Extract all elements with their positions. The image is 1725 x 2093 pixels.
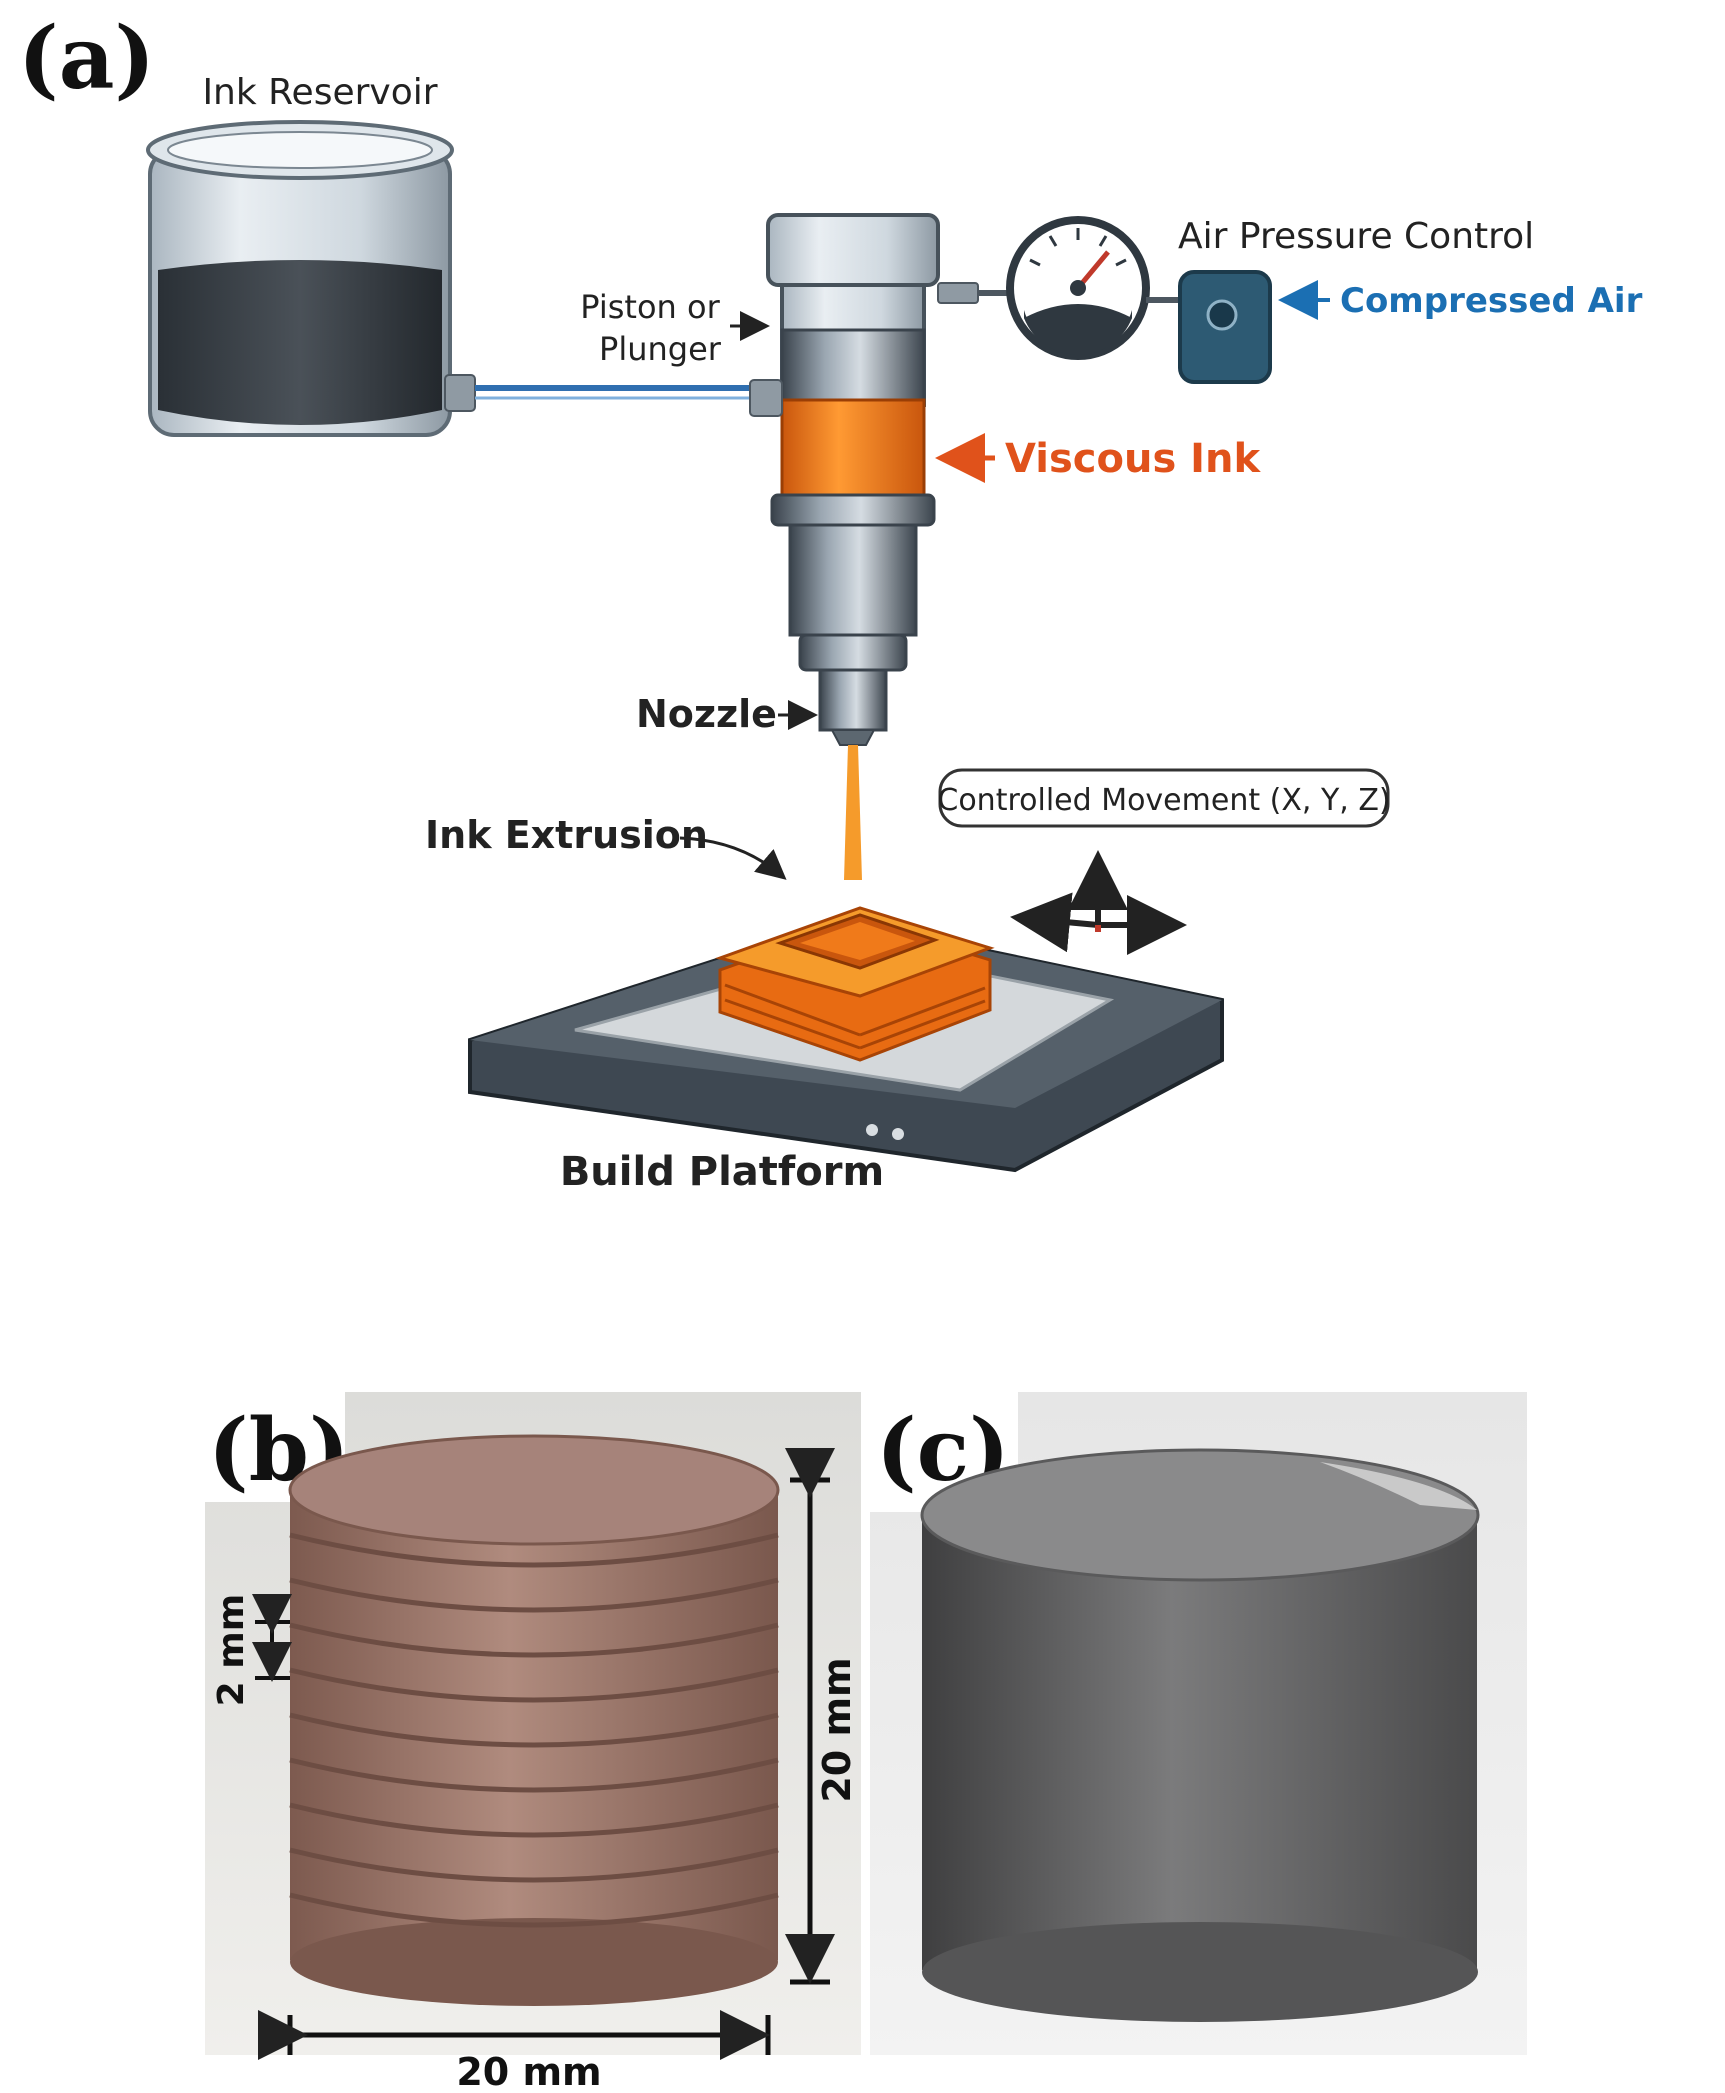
printed-layer-lines [289, 1532, 779, 1928]
panel-a-letter: (a) [18, 8, 155, 109]
gauge-ticks [1029, 228, 1127, 267]
nozzle-body [818, 668, 888, 732]
syringe-assembly [749, 213, 979, 746]
syringe-collar [798, 633, 908, 672]
label-dim-height: 20 mm [815, 1657, 859, 1802]
controlled-movement-box [938, 768, 1390, 828]
gauge-pivot [1070, 280, 1086, 296]
gauge-lower-fill [1024, 304, 1132, 355]
dimension-height [785, 1448, 835, 1985]
label-dim-layer: 2 mm [211, 1594, 252, 1707]
printed-cylinder-top [288, 1434, 780, 1546]
label-compressed-air: Compressed Air [1340, 281, 1643, 321]
printed-cylinder [288, 1434, 780, 2006]
label-piston-line2: Plunger [599, 330, 722, 368]
printed-cylinder-body [290, 1490, 778, 1960]
platform-led-1 [866, 1124, 878, 1136]
label-ink-reservoir: Ink Reservoir [202, 72, 437, 113]
ink-reservoir [146, 120, 476, 437]
label-piston-line1: Piston or [580, 288, 720, 326]
ink-extrusion-arrow [679, 836, 787, 880]
syringe-cap [766, 213, 940, 287]
syringe-air-port [937, 282, 979, 304]
dimension-width [258, 2010, 771, 2060]
viscous-ink-chamber [780, 398, 926, 497]
printed-square-part [714, 906, 995, 1062]
label-nozzle: Nozzle [636, 692, 777, 736]
label-build-platform: Build Platform [560, 1149, 884, 1195]
syringe-inlet-port [749, 379, 783, 417]
syringe-lower-body [788, 523, 918, 637]
label-controlled-movement: Controlled Movement (X, Y, Z) [937, 783, 1390, 818]
ink-stream [844, 745, 862, 880]
dimension-layer-thickness [252, 1594, 292, 1682]
label-air-pressure: Air Pressure Control [1178, 216, 1534, 257]
xyz-axes-icon [1010, 850, 1187, 955]
sintered-cylinder-body [922, 1515, 1477, 1970]
sintered-top-highlight [1320, 1462, 1477, 1510]
syringe-ring [770, 493, 936, 527]
platform-led-2 [892, 1128, 904, 1140]
printed-cylinder-base [290, 1918, 778, 2006]
sintered-cylinder-top [920, 1448, 1480, 1582]
label-viscous-ink: Viscous Ink [1005, 436, 1262, 482]
panel-c: (c) [870, 1392, 1527, 2055]
regulator-knob-icon [1206, 299, 1238, 331]
panel-b: (b) 2 mm [205, 1392, 861, 2093]
label-ink-extrusion: Ink Extrusion [425, 813, 708, 857]
sintered-cylinder [920, 1448, 1480, 2022]
nozzle-tip [830, 729, 876, 746]
reservoir-opening [167, 131, 433, 169]
reservoir-connector [444, 374, 476, 412]
piston-plunger [780, 328, 926, 402]
panel-a: (a) Ink Reservoir [18, 8, 1643, 1195]
air-pressure-control [978, 216, 1272, 384]
reservoir-ink [158, 260, 442, 425]
label-dim-width: 20 mm [456, 2050, 601, 2093]
sintered-cylinder-base [922, 1922, 1478, 2022]
